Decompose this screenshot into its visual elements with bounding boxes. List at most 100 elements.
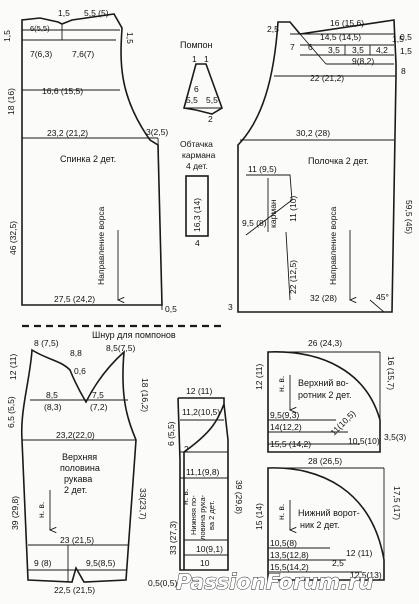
sleeve-top-dim-hem: 22,5 (21,5) bbox=[54, 585, 95, 595]
front-dim-bust: 30,2 (28) bbox=[296, 128, 330, 138]
pocket-facing-title-3: 4 дет. bbox=[186, 161, 208, 171]
sleeve-top-dim-cap-mid: 8,8 bbox=[70, 348, 82, 358]
lower-collar-dim-top: 28 (26,5) bbox=[308, 456, 342, 466]
front-dim-r2: 14,5 (14,5) bbox=[320, 32, 361, 42]
front-dim-hem: 32 (28) bbox=[310, 293, 337, 303]
sleeve-bottom-dim-two: 2 bbox=[184, 444, 189, 454]
back-dim-h-lower: 46 (32,5) bbox=[8, 221, 18, 255]
sleeve-bottom-dim-r3: 10(9,1) bbox=[196, 544, 223, 554]
front-dim-height: 59,5 (45) bbox=[404, 200, 414, 234]
lower-collar-piece: 28 (26,5) 15 (14) 17,5 (17) н. в. Нижний… bbox=[254, 456, 402, 581]
cord-label: Шнур для помпонов bbox=[92, 330, 176, 340]
front-grain: Направление ворса bbox=[328, 206, 338, 285]
sleeve-top-dim-length: 39 (29,8) bbox=[10, 496, 20, 530]
upper-collar-dim-left: 12 (11) bbox=[254, 364, 264, 390]
pompon-dim-mid1: 5,5 bbox=[186, 95, 198, 105]
sleeve-bottom-piece: 12 (11) 11,2(10,5) 6 (5,5) 2 11,1(9,8) Н… bbox=[148, 386, 244, 588]
back-label: Спинка 2 дет. bbox=[60, 154, 116, 164]
back-dim-shoulder: 5,5 (5) bbox=[84, 8, 109, 18]
front-dim-pocket-top: 11 (9,5) bbox=[248, 164, 277, 174]
pompon-dim-top-left: 1 bbox=[192, 54, 197, 64]
sleeve-top-dim-m4: (7,2) bbox=[90, 402, 108, 412]
pocket-facing-title-2: кармана bbox=[182, 150, 216, 160]
upper-collar-dim-r5: 10,5(10) bbox=[348, 436, 380, 446]
upper-collar-label-2: ротник 2 дет. bbox=[298, 390, 351, 400]
upper-collar-dim-top: 26 (24,3) bbox=[308, 338, 342, 348]
front-dim-r3b: 6 bbox=[308, 42, 313, 52]
sleeve-bottom-label-1: Нижняя по- bbox=[189, 495, 198, 535]
sleeve-bottom-dim-left1: 6 (5,5) bbox=[166, 421, 176, 446]
pompon-dim-top-right: 1 bbox=[204, 54, 209, 64]
back-piece: 1,5 1,5 5,5 (5) 1,5 6(5,5) 7(6,3) 7,6(7)… bbox=[2, 8, 177, 314]
back-dim-h-upper: 18 (16) bbox=[6, 88, 16, 115]
sleeve-bottom-dim-top: 12 (11) bbox=[186, 386, 212, 396]
lower-collar-dim-r1: 10,5(8) bbox=[270, 538, 297, 548]
sleeve-top-dim-m3: 7,5 bbox=[92, 390, 104, 400]
front-dim-pocket-side: 11 (10) bbox=[288, 196, 298, 222]
lower-collar-label-2: ник 2 дет. bbox=[300, 520, 340, 530]
sleeve-top-dim-left-small: 6,5 (5,5) bbox=[6, 396, 16, 428]
sleeve-top-label-1: Верхняя bbox=[62, 452, 97, 462]
sleeve-top-grain: н. в. bbox=[36, 502, 46, 518]
sleeve-bottom-outline bbox=[177, 397, 229, 571]
front-dim-r4a: 3,5 bbox=[328, 45, 340, 55]
pompon-dim-height: 6 bbox=[194, 84, 199, 94]
front-dim-side-b: 1,5 bbox=[400, 46, 412, 56]
back-dim-top-right: 1,5 bbox=[125, 32, 135, 44]
front-piece: 2,5 16 (15,6) 14,5 (14,5) 1,5 7 6 3,5 3,… bbox=[228, 18, 414, 313]
back-dim-r5: 23,2 (21,2) bbox=[47, 128, 88, 138]
sleeve-top-dim-right-h: 18 (16,2) bbox=[140, 378, 150, 412]
sleeve-bottom-dim-bottom: 0,5(0,5) bbox=[148, 578, 177, 588]
front-dim-side-c: 8 bbox=[401, 66, 406, 76]
sleeve-bottom-dim-length-right: 39 (29,8) bbox=[234, 480, 244, 514]
sleeve-top-dim-width: 23,2(22,0) bbox=[56, 430, 95, 440]
back-dim-side-top: 1,5 bbox=[2, 30, 12, 42]
pocket-facing-piece: Обтачка кармана 4 дет. 16,3 (14) 4 bbox=[180, 139, 216, 248]
back-grain: Направление ворса bbox=[96, 206, 106, 285]
front-label: Полочка 2 дет. bbox=[308, 156, 369, 166]
sleeve-top-dim-top-left: 8 (7,5) bbox=[34, 338, 59, 348]
pompon-outline bbox=[182, 63, 223, 115]
back-dim-r2: 7(6,3) bbox=[30, 49, 52, 59]
upper-collar-dim-right: 16 (15,7) bbox=[386, 356, 396, 390]
lower-collar-dim-r6: 12,5(13) bbox=[350, 570, 382, 580]
sleeve-top-outline bbox=[20, 348, 137, 583]
lower-collar-dim-r3: 15,5(14,2) bbox=[270, 562, 309, 572]
sleeve-top-dim-curve: 0,6 bbox=[74, 366, 86, 376]
sleeve-bottom-dim-r4: 10 bbox=[200, 558, 210, 568]
pompon-dim-bottom: 2 bbox=[208, 114, 213, 124]
sleeve-top-label-4: 2 дет. bbox=[64, 485, 87, 495]
sleeve-top-dim-m1: 8,5 bbox=[46, 390, 58, 400]
sleeve-bottom-dim-r1: 11,2(10,5) bbox=[182, 407, 220, 417]
front-dim-r4c: 4,2 bbox=[376, 45, 388, 55]
back-dim-r4: 16,6 (15,5) bbox=[42, 86, 83, 96]
upper-collar-piece: 26 (24,3) 12 (11) 16 (15,7) н. в. Верхни… bbox=[254, 338, 406, 453]
upper-collar-label-1: Верхний во- bbox=[298, 378, 349, 388]
front-dim-r2-side: 1,5 bbox=[392, 34, 404, 44]
back-dim-r1: 6(5,5) bbox=[30, 24, 50, 33]
back-dim-hem-step: 0,5 bbox=[165, 304, 177, 314]
lower-collar-dim-r2: 13,5(12,8) bbox=[270, 550, 309, 560]
front-dim-r1: 16 (15,6) bbox=[330, 18, 364, 28]
pocket-facing-title-1: Обтачка bbox=[180, 139, 213, 149]
front-dim-r3a: 7 bbox=[290, 42, 295, 52]
sleeve-top-label-2: половина bbox=[60, 463, 100, 473]
sleeve-bottom-label-2: ловина рука- bbox=[198, 494, 207, 540]
cord: Шнур для помпонов bbox=[22, 324, 226, 340]
back-dim-armhole: 3(2,5) bbox=[146, 127, 168, 137]
front-dim-r4b: 3,5 bbox=[352, 45, 364, 55]
front-dim-r6: 22 (21,2) bbox=[310, 73, 344, 83]
lower-collar-dim-r5: 2,5 bbox=[332, 558, 344, 568]
back-dim-hem: 27,5 (24,2) bbox=[54, 294, 95, 304]
pocket-facing-outline bbox=[185, 175, 209, 237]
sleeve-bottom-dim-r2: 11,1(9,8) bbox=[186, 467, 220, 477]
lower-collar-label-1: Нижний ворот- bbox=[298, 508, 360, 518]
front-outline bbox=[237, 19, 397, 313]
front-angle: 45° bbox=[376, 292, 389, 302]
lower-collar-dim-left: 15 (14) bbox=[254, 503, 264, 530]
lower-collar-grain: н. в. bbox=[276, 504, 286, 520]
front-pocket-line bbox=[245, 174, 293, 236]
sleeve-top-dim-cap-right: 8,5(7,5) bbox=[106, 343, 135, 353]
